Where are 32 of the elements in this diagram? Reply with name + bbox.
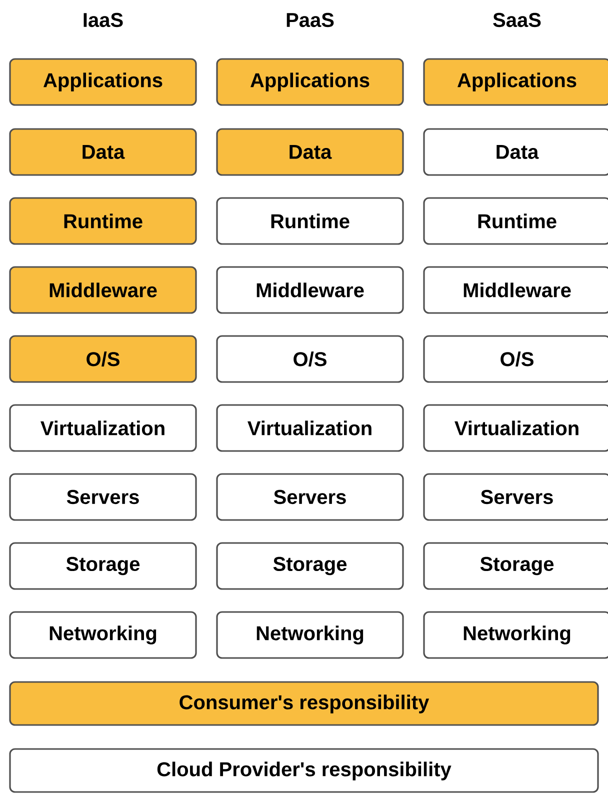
layer-box: Runtime xyxy=(216,197,404,245)
layer-box: Runtime xyxy=(423,197,608,245)
column-heading: SaaS xyxy=(493,12,541,28)
layer-box: Data xyxy=(9,128,197,176)
layer-box: Virtualization xyxy=(423,404,608,452)
layer-box: Middleware xyxy=(9,266,197,314)
layer-box: Storage xyxy=(216,542,404,590)
layer-box: Runtime xyxy=(9,197,197,245)
layer-box: Virtualization xyxy=(9,404,197,452)
layer-box: O/S xyxy=(9,335,197,383)
layer-box: Storage xyxy=(423,542,608,590)
layer-box: Virtualization xyxy=(216,404,404,452)
column-heading: PaaS xyxy=(286,12,334,28)
layer-box: Applications xyxy=(423,58,608,106)
layer-box: O/S xyxy=(216,335,404,383)
legend-text: Consumer's responsibility xyxy=(180,694,430,714)
layer-box: Networking xyxy=(423,611,608,659)
layer-box: Servers xyxy=(9,473,197,521)
layer-box: O/S xyxy=(423,335,608,383)
layer-box: Servers xyxy=(216,473,404,521)
layer-box: Applications xyxy=(9,58,197,106)
column-heading: IaaS xyxy=(84,12,123,28)
layer-box: Networking xyxy=(9,611,197,659)
layer-box: Applications xyxy=(216,58,404,106)
layer-box: Data xyxy=(216,128,404,176)
layer-box: Storage xyxy=(9,542,197,590)
layer-box: Servers xyxy=(423,473,608,521)
legend-text: Cloud Provider's responsibility xyxy=(157,762,452,780)
layer-box: Networking xyxy=(216,611,404,659)
layer-box: Middleware xyxy=(423,266,608,314)
layer-box: Data xyxy=(423,128,608,176)
layer-box: Middleware xyxy=(216,266,404,314)
